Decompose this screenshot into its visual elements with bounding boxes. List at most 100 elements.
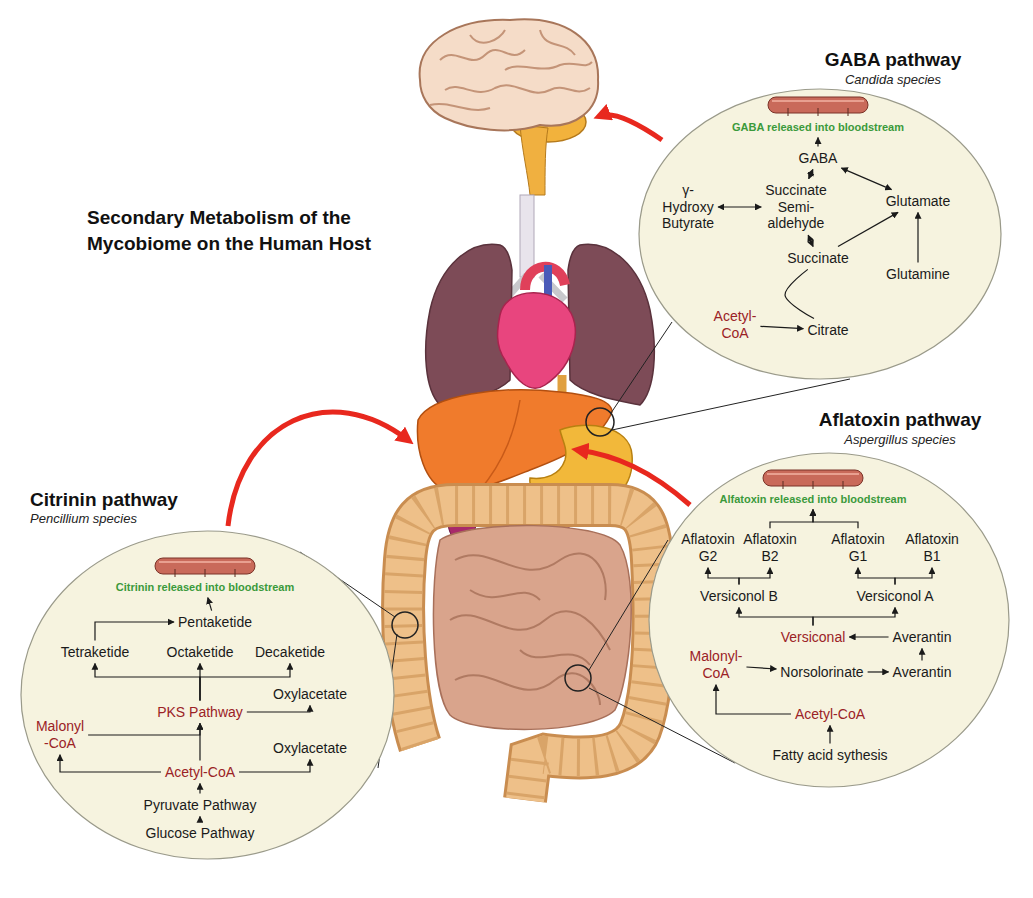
metabolite-node: γ-Hydroxy Butyrate xyxy=(660,181,716,233)
small-intestine xyxy=(450,554,610,705)
blood-vessel xyxy=(772,100,864,102)
pathway-arrow xyxy=(917,212,918,262)
spinal-tube xyxy=(520,195,534,277)
metabolite-label: Pyruvate Pathway xyxy=(144,797,257,814)
species-name: Pencillium species xyxy=(30,511,137,527)
spinal-tube xyxy=(505,195,565,300)
metabolite-node: Oxylacetate xyxy=(271,739,349,758)
metabolite-node: Pentaketide xyxy=(176,613,254,632)
species-name: Aspergillus species xyxy=(844,432,955,448)
brain xyxy=(440,50,525,60)
pathway-heading: Aflatoxin pathway xyxy=(819,409,982,432)
pathway-title: Citrinin pathway xyxy=(30,489,178,512)
metabolite-label: Aflatoxin B2 xyxy=(743,531,797,565)
pathway-arrow xyxy=(718,206,761,207)
leader-line xyxy=(565,665,591,691)
pathway-title: GABA pathway xyxy=(825,49,962,72)
metabolite-node: Glucose Pathway xyxy=(144,824,257,843)
metabolite-label: Averantin xyxy=(893,664,952,681)
metabolite-node: PKS Pathway xyxy=(155,703,245,722)
metabolite-node: Glutamate xyxy=(884,192,953,211)
metabolite-label: Malonyl-CoA xyxy=(690,648,743,682)
brain xyxy=(505,62,592,70)
pathway-arrow xyxy=(849,636,888,637)
leader-line xyxy=(392,612,418,638)
metabolite-node: Oxylacetate xyxy=(271,685,349,704)
pathway-arrow xyxy=(829,725,830,743)
small-intestine xyxy=(520,650,590,665)
brain xyxy=(430,104,490,110)
liver xyxy=(480,400,520,490)
pathway-heading: Aspergillus species xyxy=(844,432,955,448)
metabolite-node: Acetyl-CoA xyxy=(163,763,237,782)
circle-outline xyxy=(21,531,394,859)
small-intestine xyxy=(455,554,606,600)
metabolite-node: Alfatoxin released into bloodstream xyxy=(717,492,908,507)
blood-vessel xyxy=(159,561,251,563)
pathway-heading: Citrinin pathway xyxy=(30,489,178,512)
metabolite-node: Aflatoxin B1 xyxy=(903,530,961,566)
metabolite-node: Acetyl-CoA xyxy=(712,307,759,343)
metabolite-label: Acetyl-CoA xyxy=(795,706,865,723)
metabolite-node: Citrate xyxy=(805,321,850,340)
metabolite-node: Aflatoxin B2 xyxy=(741,530,799,566)
brain xyxy=(420,19,598,195)
metabolite-label: Succinate xyxy=(787,250,848,267)
metabolite-node: GABA xyxy=(797,149,840,168)
blood-vessel xyxy=(767,473,859,475)
metabolite-label: Octaketide xyxy=(167,644,234,661)
large-intestine xyxy=(403,505,653,800)
pathway-circle: Alfatoxin released into bloodstreamAflat… xyxy=(648,452,1010,788)
metabolite-label: Versiconol B xyxy=(700,588,778,605)
pathway-arrow xyxy=(817,138,818,147)
brain xyxy=(470,30,505,43)
metabolite-node: Malonyl -CoA xyxy=(34,717,86,753)
metabolite-node: Averantin xyxy=(891,628,954,647)
metabolite-label: Oxylacetate xyxy=(273,740,347,757)
metabolite-label: Decaketide xyxy=(255,644,325,661)
metabolite-label: Aflatoxin G2 xyxy=(681,531,735,565)
pathway-circle: GABA released into bloodstreamGABA γ-Hydr… xyxy=(638,88,1002,380)
pathway-heading: Pencillium species xyxy=(30,511,137,527)
metabolite-label: Aflatoxin G1 xyxy=(831,531,885,565)
metabolite-node: Succinate Semi-aldehyde xyxy=(763,181,828,233)
pathway-arrow xyxy=(199,816,200,821)
metabolite-label: GABA released into bloodstream xyxy=(732,121,904,134)
metabolite-label: Acetyl-CoA xyxy=(714,308,757,342)
metabolite-label: Tetraketide xyxy=(61,644,129,661)
metabolite-node: Acetyl-CoA xyxy=(793,705,867,724)
red-arrow xyxy=(600,115,662,140)
metabolite-label: Acetyl-CoA xyxy=(165,764,235,781)
metabolite-label: Averantin xyxy=(893,629,952,646)
metabolite-label: Citrate xyxy=(807,322,848,339)
leader-line xyxy=(586,408,614,436)
metabolite-label: Aflatoxin B1 xyxy=(905,531,959,565)
metabolite-label: γ-Hydroxy Butyrate xyxy=(662,182,714,232)
metabolite-node: Aflatoxin G2 xyxy=(679,530,737,566)
metabolite-label: Versiconal xyxy=(781,629,846,646)
pathway-title: Aflatoxin pathway xyxy=(819,409,982,432)
metabolite-label: Pentaketide xyxy=(178,614,252,631)
pathway-heading: Candida species xyxy=(845,72,941,88)
circle-outline xyxy=(639,89,1001,379)
metabolite-label: Versiconol A xyxy=(856,588,933,605)
metabolite-label: Norsolorinate xyxy=(780,664,863,681)
large-intestine xyxy=(403,505,653,800)
metabolite-label: Glucose Pathway xyxy=(146,825,255,842)
metabolite-label: PKS Pathway xyxy=(157,704,243,721)
metabolite-label: Fatty acid sythesis xyxy=(772,747,887,764)
metabolite-node: Versiconol A xyxy=(854,587,935,606)
blood-vessel xyxy=(763,470,863,489)
small-intestine xyxy=(433,526,631,730)
metabolite-label: Glutamine xyxy=(886,266,950,283)
brain xyxy=(520,125,548,195)
metabolite-node: Succinate xyxy=(785,249,850,268)
brain xyxy=(420,19,598,130)
metabolite-label: GABA xyxy=(799,150,838,167)
small-intestine xyxy=(450,611,610,650)
pathway-heading: GABA pathway xyxy=(825,49,962,72)
red-arrow xyxy=(228,412,408,526)
